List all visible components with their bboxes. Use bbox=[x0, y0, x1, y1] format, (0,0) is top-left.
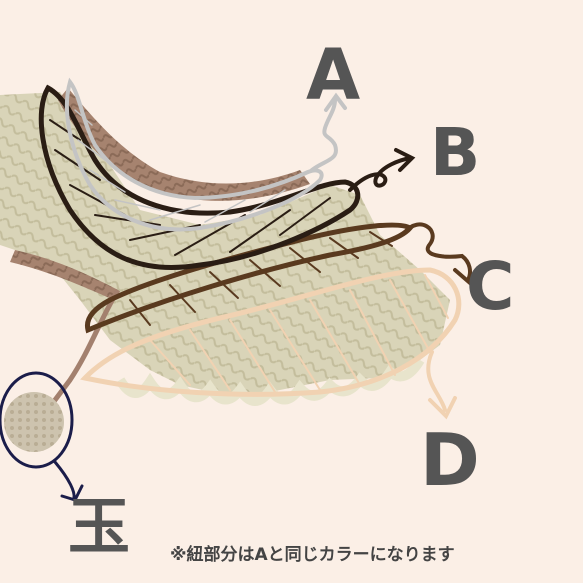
label-bead: 玉 bbox=[68, 490, 131, 563]
d-arrow bbox=[426, 350, 457, 420]
outline-d bbox=[80, 267, 462, 420]
a-arrow bbox=[310, 92, 347, 172]
outline-a bbox=[64, 77, 347, 232]
string-color-note: ※紐部分はAと同じカラーになります bbox=[170, 545, 455, 565]
outline-b bbox=[38, 84, 416, 271]
label-a: A bbox=[306, 34, 361, 116]
outline-c bbox=[84, 222, 480, 334]
bead-ball bbox=[4, 392, 64, 452]
label-d: D bbox=[420, 418, 480, 502]
string-and-bead bbox=[0, 288, 121, 502]
label-c: C bbox=[466, 248, 515, 325]
b-arrow bbox=[348, 148, 416, 192]
bead-arrow bbox=[53, 460, 84, 502]
bead-outline bbox=[0, 371, 74, 469]
label-b: B bbox=[430, 114, 481, 191]
c-arrow bbox=[403, 222, 480, 287]
